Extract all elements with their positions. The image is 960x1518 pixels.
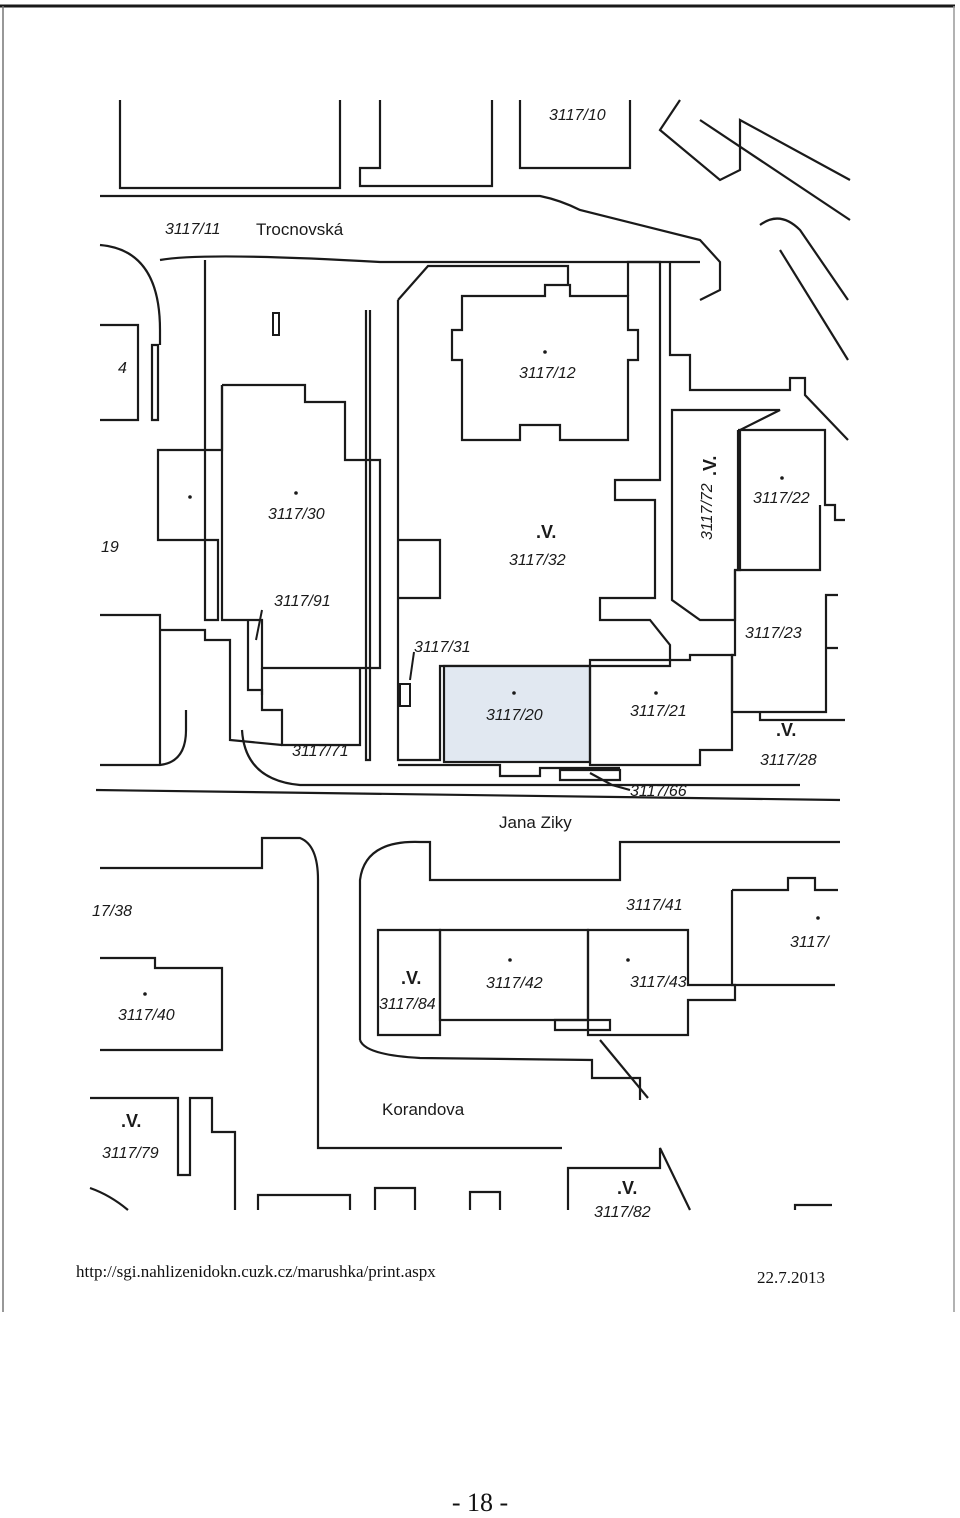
block-inner-left xyxy=(398,538,442,600)
small-parcel-3117-66 xyxy=(558,768,622,782)
building-3117-12 xyxy=(450,283,640,442)
road-curve-korandova xyxy=(358,1039,642,1100)
print-date: 22.7.2013 xyxy=(757,1268,825,1287)
block-3117-32 xyxy=(396,260,672,762)
left-stub-top xyxy=(100,323,140,422)
bottom-line-left xyxy=(89,1186,129,1211)
building-3117-23 xyxy=(730,570,838,714)
parcel-label: 3117/30 xyxy=(268,506,325,523)
parcel-label: 3117/23 xyxy=(745,625,802,642)
mark-v-79: .V. xyxy=(121,1111,141,1131)
parcel-label: 3117/71 xyxy=(292,743,349,760)
right-road-lower xyxy=(758,712,845,722)
parcel-label: 4 xyxy=(118,360,127,377)
mark-v-32: .V. xyxy=(536,522,556,542)
jana-ziky-south-line xyxy=(95,788,841,802)
hydrant-symbol xyxy=(272,312,280,336)
parcel-label: 3117/10 xyxy=(549,107,606,124)
building-3117-22 xyxy=(736,428,845,572)
block-bottom-edge xyxy=(398,763,620,778)
small-box-symbol xyxy=(399,683,411,707)
left-stub-bar xyxy=(150,343,160,422)
parcel-label: 3117/91 xyxy=(274,593,331,610)
parcel-label: 3117/22 xyxy=(753,490,810,507)
bar-3117-91 xyxy=(246,620,264,695)
building-3117-20 xyxy=(442,664,592,764)
mark-v-84: .V. xyxy=(401,968,421,988)
building-3117-71 xyxy=(246,668,362,747)
road-left-corner xyxy=(160,628,283,747)
building-3117-40 xyxy=(100,956,224,1052)
parcel-label: 3117/72 xyxy=(699,483,716,540)
street-label-trocnovska: Trocnovská xyxy=(256,220,344,239)
source-url: http://sgi.nahlizenidokn.cuzk.cz/marushk… xyxy=(76,1262,436,1281)
parcel-label: 3117/40 xyxy=(118,1007,175,1024)
road-curve-korandova-left xyxy=(358,840,840,1040)
bar-lower xyxy=(553,1018,612,1032)
building-top-right xyxy=(658,99,851,182)
parcel-label: 3117/42 xyxy=(486,975,543,992)
parcel-label: 3117/ xyxy=(790,934,830,951)
parcel-label: 3117/43 xyxy=(630,974,687,991)
scanned-page: .V. .V. .V. .V. .V. .V. 3117/10 3117/11 … xyxy=(0,4,955,1312)
left-building-top xyxy=(100,613,162,765)
mark-v-28: .V. xyxy=(776,720,796,740)
bottom-block xyxy=(256,1186,502,1210)
block-south-left xyxy=(100,836,320,1040)
mark-v-72: .V. xyxy=(700,456,720,476)
parcel-label: 17/38 xyxy=(92,903,132,920)
parcel-label: 3117/79 xyxy=(102,1145,159,1162)
building-3117-4x xyxy=(730,876,838,987)
korandova-north-line xyxy=(316,1040,562,1150)
parcel-label: 3117/66 xyxy=(630,783,687,800)
arrow-3117-31 xyxy=(409,651,415,681)
parcel-label: 3117/41 xyxy=(626,897,683,914)
building-3117-30 xyxy=(156,260,224,622)
parcel-label: 3117/32 xyxy=(509,552,566,569)
parcel-label: 3117/11 xyxy=(165,221,220,238)
parcel-label: 3117/20 xyxy=(486,707,543,724)
strip-vertical xyxy=(364,310,372,762)
parcel-label: 19 xyxy=(101,539,119,556)
building-3117-30-main xyxy=(220,383,382,670)
road-curve-jz-mid xyxy=(240,729,800,787)
street-label-jana-ziky: Jana Ziky xyxy=(499,813,572,832)
road-diag-2 xyxy=(759,217,849,301)
mark-v-82: .V. xyxy=(617,1178,637,1198)
road-top-curve xyxy=(100,194,722,301)
left-road-curve xyxy=(99,243,162,345)
building-3117-79 xyxy=(90,1096,237,1210)
map-canvas: .V. .V. .V. .V. .V. .V. 3117/10 3117/11 … xyxy=(0,4,955,1312)
building-top-2 xyxy=(358,100,494,188)
building-3117-43 xyxy=(586,928,737,1037)
parcel-label: 3117/84 xyxy=(379,996,436,1013)
parcel-label: 3117/21 xyxy=(630,703,687,720)
road-diag-3 xyxy=(779,249,849,361)
parcel-label: 3117/12 xyxy=(519,365,576,382)
parcel-label: 3117/31 xyxy=(414,639,471,656)
building-3117-72 xyxy=(670,408,781,622)
building-top-1 xyxy=(118,100,342,190)
trocnovska-south-edge xyxy=(159,255,700,264)
road-diag-1 xyxy=(699,119,851,221)
page-number: - 18 - xyxy=(451,1488,509,1517)
parcel-label: 3117/82 xyxy=(594,1204,651,1221)
street-label-korandova: Korandova xyxy=(382,1100,465,1119)
building-3117-82 xyxy=(566,1147,691,1211)
diag-lower xyxy=(599,1039,649,1099)
cadastral-map: .V. .V. .V. .V. .V. .V. 3117/10 3117/11 … xyxy=(0,4,955,1312)
road-curve-jz-left xyxy=(100,710,188,767)
arrow-3117-66 xyxy=(589,772,631,792)
right-road-edge xyxy=(668,262,849,441)
bottom-right-stub xyxy=(793,1203,832,1210)
building-3117-84 xyxy=(376,928,442,1037)
arrow-3117-91 xyxy=(255,609,263,641)
parcel-label: 3117/28 xyxy=(760,752,817,769)
building-3117-10 xyxy=(518,100,632,170)
